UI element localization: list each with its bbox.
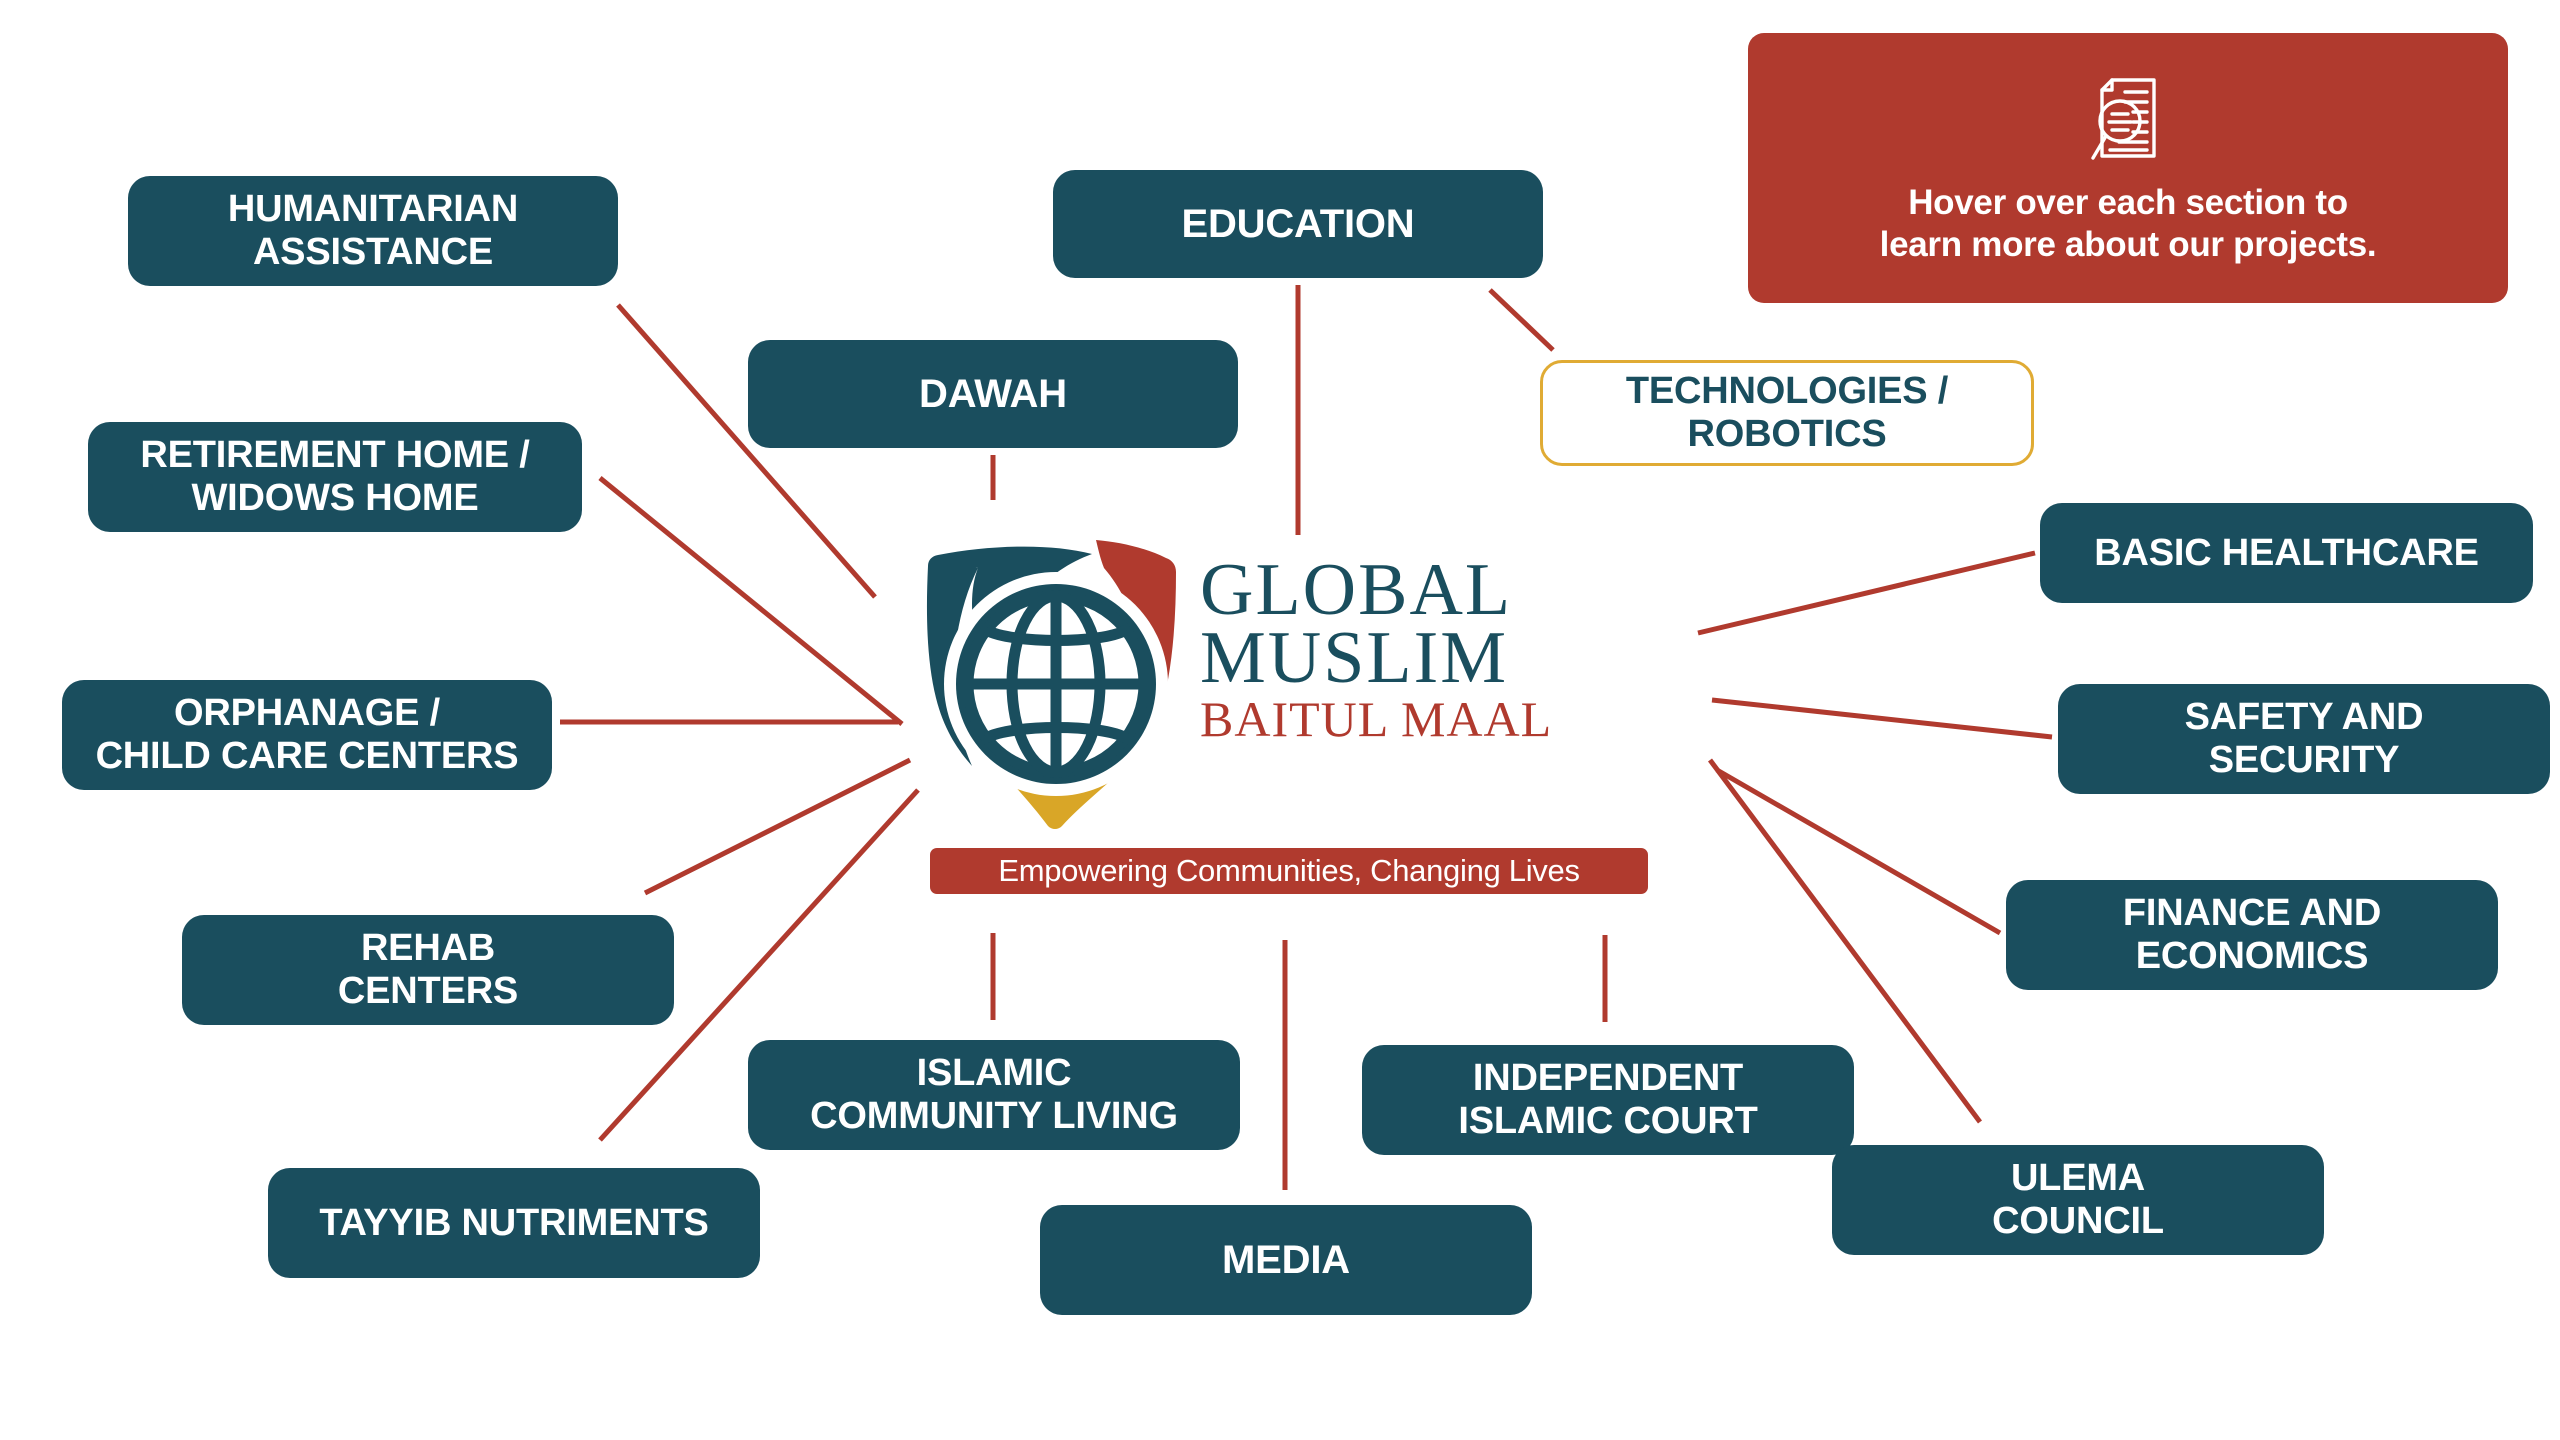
node-humanitarian-assistance[interactable]: HUMANITARIAN ASSISTANCE: [128, 176, 618, 286]
connector-technologies-robotics: [1488, 288, 1555, 352]
globe-shield-logo: [926, 540, 1176, 829]
tagline-banner: Empowering Communities, Changing Lives: [930, 848, 1648, 894]
node-label: TECHNOLOGIES / ROBOTICS: [1625, 370, 1949, 455]
connector-rehab-centers: [643, 757, 912, 896]
node-label: FINANCE AND ECONOMICS: [2122, 892, 2382, 977]
hover-hint-card: Hover over each section to learn more ab…: [1748, 33, 2508, 303]
node-media[interactable]: MEDIA: [1040, 1205, 1532, 1315]
node-label: MEDIA: [1222, 1237, 1350, 1282]
wordmark-line-global: GLOBAL: [1200, 549, 1513, 631]
connector-basic-healthcare: [1697, 550, 2036, 636]
node-safety-and-security[interactable]: SAFETY AND SECURITY: [2058, 684, 2550, 794]
node-finance-and-economics[interactable]: FINANCE AND ECONOMICS: [2006, 880, 2498, 990]
node-tayyib-nutriments[interactable]: TAYYIB NUTRIMENTS: [268, 1168, 760, 1278]
node-technologies-robotics[interactable]: TECHNOLOGIES / ROBOTICS: [1540, 360, 2034, 466]
node-label: TAYYIB NUTRIMENTS: [319, 1201, 709, 1244]
wordmark-line-muslim: MUSLIM: [1200, 617, 1509, 700]
node-independent-islamic-court[interactable]: INDEPENDENT ISLAMIC COURT: [1362, 1045, 1854, 1155]
node-label: INDEPENDENT ISLAMIC COURT: [1458, 1057, 1758, 1142]
logo-wordmark: GLOBAL MUSLIM BAITUL MAAL: [1200, 549, 1660, 748]
node-label: ISLAMIC COMMUNITY LIVING: [810, 1052, 1178, 1137]
node-rehab-centers[interactable]: REHAB CENTERS: [182, 915, 674, 1025]
hover-hint-text: Hover over each section to learn more ab…: [1879, 183, 2377, 264]
node-label: DAWAH: [919, 371, 1067, 416]
connector-safety-and-security: [1711, 697, 2053, 740]
node-education[interactable]: EDUCATION: [1053, 170, 1543, 278]
node-label: RETIREMENT HOME / WIDOWS HOME: [140, 434, 530, 519]
node-label: ORPHANAGE / CHILD CARE CENTERS: [95, 692, 519, 777]
node-label: HUMANITARIAN ASSISTANCE: [227, 188, 519, 273]
connector-finance-and-economics: [1715, 767, 2002, 936]
node-label: BASIC HEALTHCARE: [2094, 531, 2479, 574]
node-dawah[interactable]: DAWAH: [748, 340, 1238, 448]
node-label: ULEMA COUNCIL: [1992, 1157, 2164, 1242]
node-ulema-council[interactable]: ULEMA COUNCIL: [1832, 1145, 2324, 1255]
node-label: REHAB CENTERS: [337, 927, 519, 1012]
node-label: EDUCATION: [1181, 201, 1415, 246]
node-label: SAFETY AND SECURITY: [2184, 696, 2424, 781]
document-magnifier-icon: [2091, 78, 2156, 160]
connector-retirement-home-widows-home: [598, 476, 904, 726]
node-basic-healthcare[interactable]: BASIC HEALTHCARE: [2040, 503, 2533, 603]
center-logo-group: GLOBAL MUSLIM BAITUL MAAL Empowering Com…: [920, 538, 1660, 908]
wordmark-line-baitul-maal: BAITUL MAAL: [1200, 691, 1553, 748]
node-islamic-community-living[interactable]: ISLAMIC COMMUNITY LIVING: [748, 1040, 1240, 1150]
node-orphanage-child-care-centers[interactable]: ORPHANAGE / CHILD CARE CENTERS: [62, 680, 552, 790]
node-retirement-home-widows-home[interactable]: RETIREMENT HOME / WIDOWS HOME: [88, 422, 582, 532]
